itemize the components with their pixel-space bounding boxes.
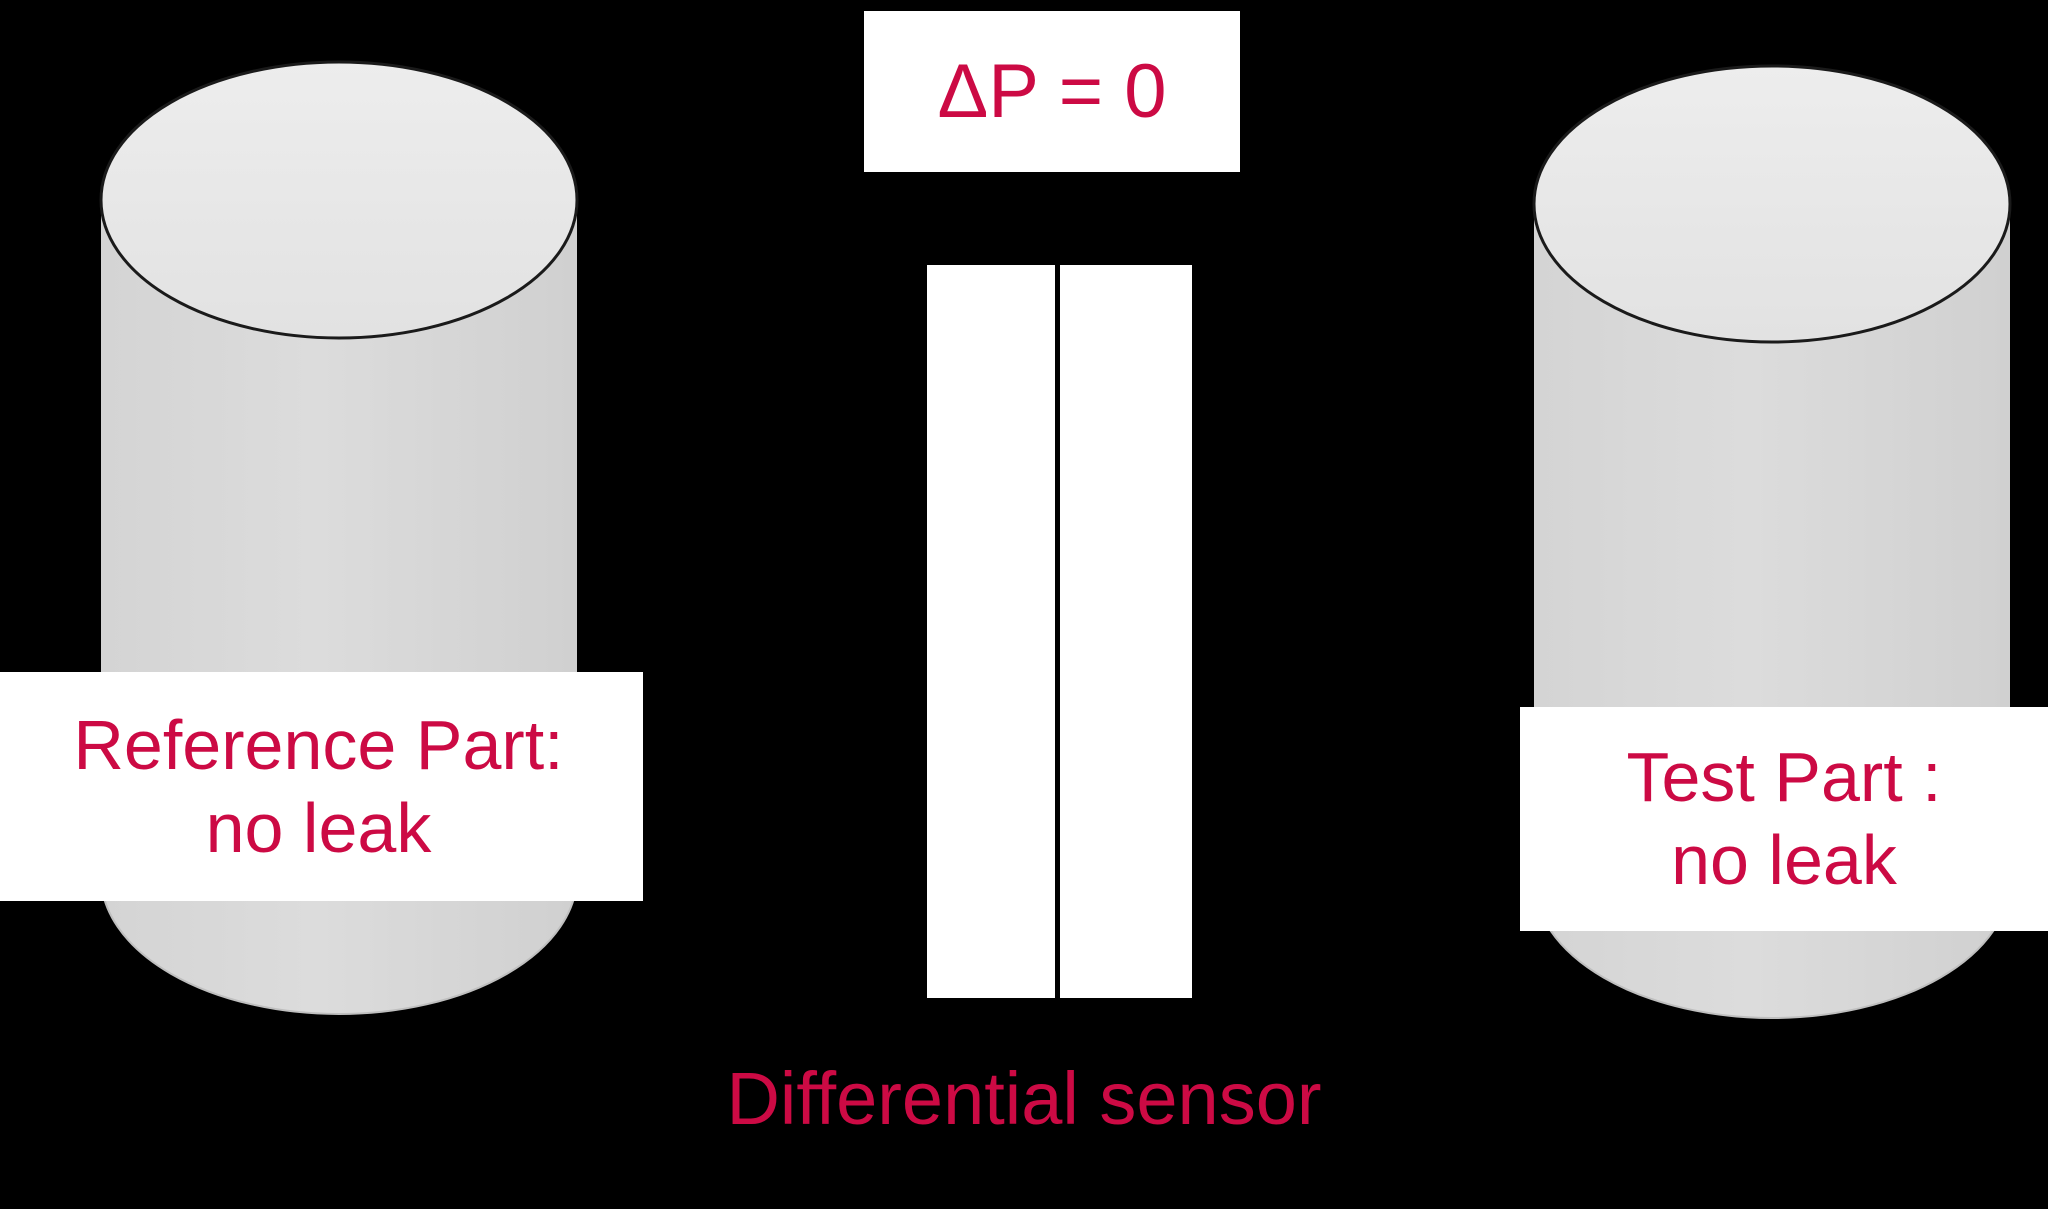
sensor-plate-left — [927, 265, 1055, 998]
cylinder-top-ellipse — [99, 60, 579, 340]
cylinder-bottom-edge — [100, 875, 578, 1015]
cylinder-bottom-edge — [1533, 879, 2011, 1019]
reference-part-callout: Reference Part: no leak — [0, 672, 643, 901]
reference-part-status: no leak — [205, 788, 432, 867]
differential-sensor-caption: Differential sensor — [726, 1057, 1322, 1140]
pressure-difference-label: ΔP = 0 — [937, 48, 1167, 134]
sensor-plate-right — [1060, 265, 1192, 998]
test-part-status: no leak — [1671, 821, 1897, 899]
differential-sensor-icon — [927, 265, 1192, 998]
reference-part-title: Reference Part: — [73, 705, 564, 784]
cylinder-top-ellipse — [1532, 64, 2012, 344]
sensor-membrane-divider — [1055, 265, 1060, 998]
test-part-callout: Test Part : no leak — [1520, 707, 2048, 931]
test-part-title: Test Part : — [1626, 738, 1942, 817]
pressure-difference-callout: ΔP = 0 — [864, 11, 1240, 172]
